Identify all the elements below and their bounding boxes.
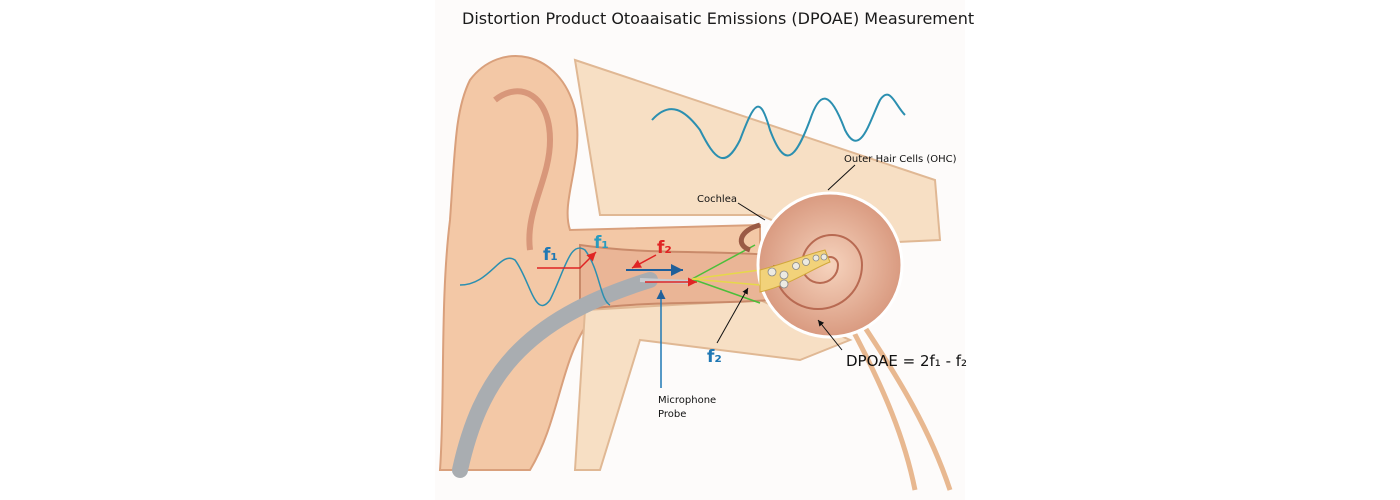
f1-label-left: f₁ — [543, 245, 558, 265]
auditory-nerve — [847, 318, 953, 491]
probe-label: Probe — [658, 409, 686, 420]
dpoae-equation: DPOAE = 2f₁ - f₂ — [846, 352, 967, 370]
cochlea-connector — [738, 222, 761, 253]
f1-label-right: f₁ — [594, 233, 609, 253]
cochlea-label: Cochlea — [697, 194, 737, 205]
f2-arrow — [631, 254, 657, 269]
f2-pointer — [716, 287, 749, 344]
stimulus-wave — [459, 247, 611, 307]
dpoae-pointer — [817, 319, 843, 351]
green-signal-lines — [691, 244, 761, 304]
organ-of-corti — [759, 249, 831, 293]
cochlea-spiral — [773, 234, 864, 310]
yellow-signal-lines — [691, 269, 761, 286]
f2-label-top: f₂ — [657, 238, 672, 258]
ear-fold — [493, 88, 554, 251]
microphone-label: Microphone — [658, 395, 716, 406]
hair-cells — [767, 253, 828, 289]
f2-label-bottom: f₂ — [707, 347, 722, 367]
sound-wave — [651, 93, 906, 160]
outer-hair-cells-label: Outer Hair Cells (OHC) — [844, 154, 957, 165]
f1-arrow — [537, 251, 597, 269]
cochlea-pointer — [737, 202, 766, 221]
diagram-title: Distortion Product Otoaaisatic Emissions… — [462, 9, 974, 28]
ohc-pointer — [827, 164, 856, 191]
